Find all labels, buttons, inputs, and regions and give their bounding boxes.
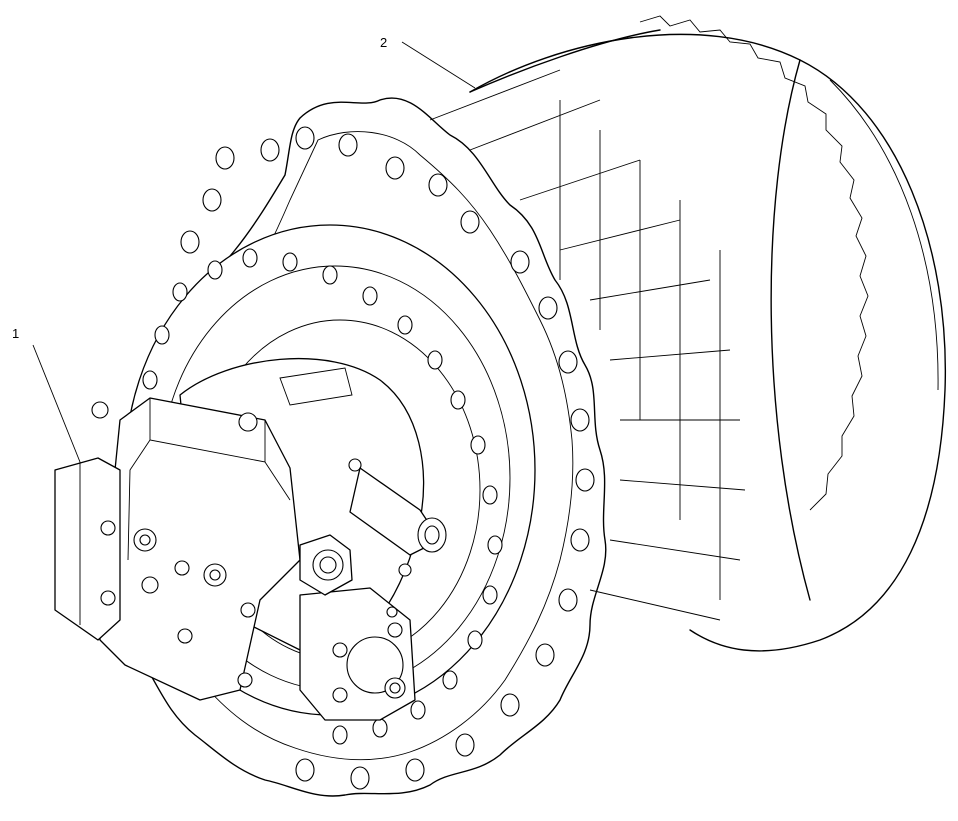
callout-1-leader	[32, 344, 81, 463]
callout-2-label: 2	[380, 35, 387, 50]
callout-2: 2	[380, 35, 476, 89]
callout-2-leader	[401, 41, 476, 89]
callout-1-label: 1	[12, 326, 19, 341]
callout-1: 1	[12, 326, 81, 463]
drive-housing	[429, 15, 947, 652]
motor-valve-body	[54, 357, 447, 721]
